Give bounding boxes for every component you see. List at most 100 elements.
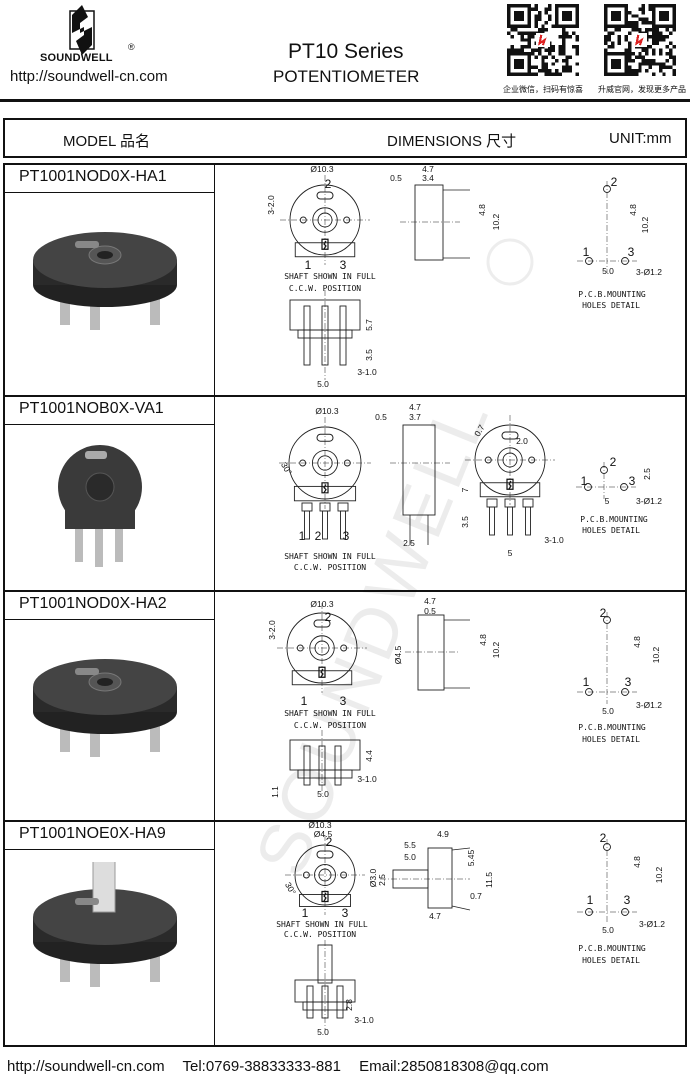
qr-module	[669, 31, 673, 35]
qr-module	[517, 62, 521, 66]
qr-module	[658, 48, 663, 52]
qr-module	[561, 38, 566, 42]
qr-module	[610, 72, 615, 76]
qr-module	[658, 69, 663, 73]
qr-module	[607, 38, 611, 42]
qr-module	[558, 34, 562, 39]
qr-module	[610, 31, 615, 35]
contact	[75, 668, 99, 675]
qr-module	[658, 62, 663, 66]
model-name: PT1001NOE0X-HA9	[5, 822, 214, 850]
qr-module	[648, 28, 652, 32]
qr-module	[507, 48, 511, 52]
contact	[75, 898, 99, 905]
qr-module	[628, 45, 632, 49]
qr-module	[507, 7, 511, 11]
qr-module	[534, 41, 538, 46]
qr-module	[551, 45, 555, 49]
qr-module	[517, 4, 521, 8]
qr-module	[604, 17, 608, 22]
qr-module	[513, 10, 518, 15]
qr-module	[561, 24, 566, 28]
registered-mark: ®	[128, 42, 135, 52]
qr-module	[658, 10, 663, 15]
qr-module	[617, 34, 622, 39]
qr-module	[638, 55, 642, 59]
qr-module	[507, 24, 511, 28]
qr-module	[617, 62, 622, 66]
qr-module	[507, 4, 511, 8]
qr-module	[655, 41, 659, 46]
soundwell-logo	[69, 5, 95, 55]
qr-module	[568, 10, 573, 15]
qr-module	[510, 34, 514, 39]
qr-module	[624, 34, 628, 39]
qr-module	[658, 17, 663, 22]
footer-email[interactable]: Email:2850818308@qq.com	[359, 1058, 549, 1075]
qr-module	[513, 17, 518, 22]
qr-module	[524, 45, 528, 49]
qr-module	[641, 62, 646, 66]
product-photo	[33, 659, 177, 757]
qr-module	[669, 65, 673, 70]
qr-module	[513, 62, 518, 66]
qr-module	[617, 10, 622, 15]
footer-url[interactable]: http://soundwell-cn.com	[7, 1058, 165, 1075]
qr-module	[568, 65, 573, 70]
qr-module	[662, 65, 666, 70]
qr-module	[658, 34, 663, 39]
footer-tel: Tel:0769-38833333-881	[182, 1058, 341, 1075]
qr-module	[652, 72, 656, 76]
qr-module	[628, 21, 632, 25]
qr-module	[665, 14, 670, 18]
qr-module	[561, 34, 566, 39]
qr-module	[541, 55, 545, 59]
qr-module	[527, 24, 531, 28]
qr-module	[662, 38, 666, 42]
qr-module	[513, 65, 518, 70]
qr-module	[631, 14, 635, 18]
qr-module	[541, 62, 545, 66]
qr-module	[634, 21, 639, 25]
qr-module	[513, 14, 518, 18]
qr-module	[537, 48, 542, 52]
qr-module	[548, 4, 552, 8]
qr-module	[658, 31, 663, 35]
qr-module	[555, 69, 559, 73]
qr-module	[510, 45, 514, 49]
qr-module	[655, 38, 659, 42]
qr-module	[604, 21, 608, 25]
qr-module	[572, 24, 576, 28]
qr-module	[517, 58, 521, 63]
qr-module	[648, 65, 652, 70]
qr-caption-wechat: 企业微信，扫码有惊喜	[503, 85, 583, 94]
qr-module	[614, 62, 618, 66]
qr-module	[537, 17, 542, 22]
qr-module	[548, 48, 552, 52]
header-url[interactable]: http://soundwell-cn.com	[10, 68, 168, 85]
qr-module	[527, 34, 531, 39]
qr-module	[617, 28, 622, 32]
qr-module	[555, 17, 559, 22]
model-name: PT1001NOB0X-VA1	[5, 397, 214, 425]
qr-module	[534, 31, 538, 35]
qr-module	[604, 52, 608, 56]
qr-module	[624, 55, 628, 59]
qr-module	[652, 21, 656, 25]
qr-module	[607, 4, 611, 8]
qr-module	[513, 52, 518, 56]
qr-caption-website: 升威官网，发现更多产品	[598, 85, 686, 94]
qr-module	[669, 48, 673, 52]
qr-module	[610, 58, 615, 63]
qr-module	[517, 72, 521, 76]
qr-module	[610, 45, 615, 49]
qr-module	[652, 41, 656, 46]
qr-module	[648, 4, 652, 8]
qr-module	[568, 24, 573, 28]
qr-module	[558, 72, 562, 76]
qr-module	[628, 10, 632, 15]
qr-module	[520, 14, 525, 18]
qr-module	[621, 24, 625, 28]
qr-module	[510, 48, 514, 52]
qr-module	[604, 34, 608, 39]
